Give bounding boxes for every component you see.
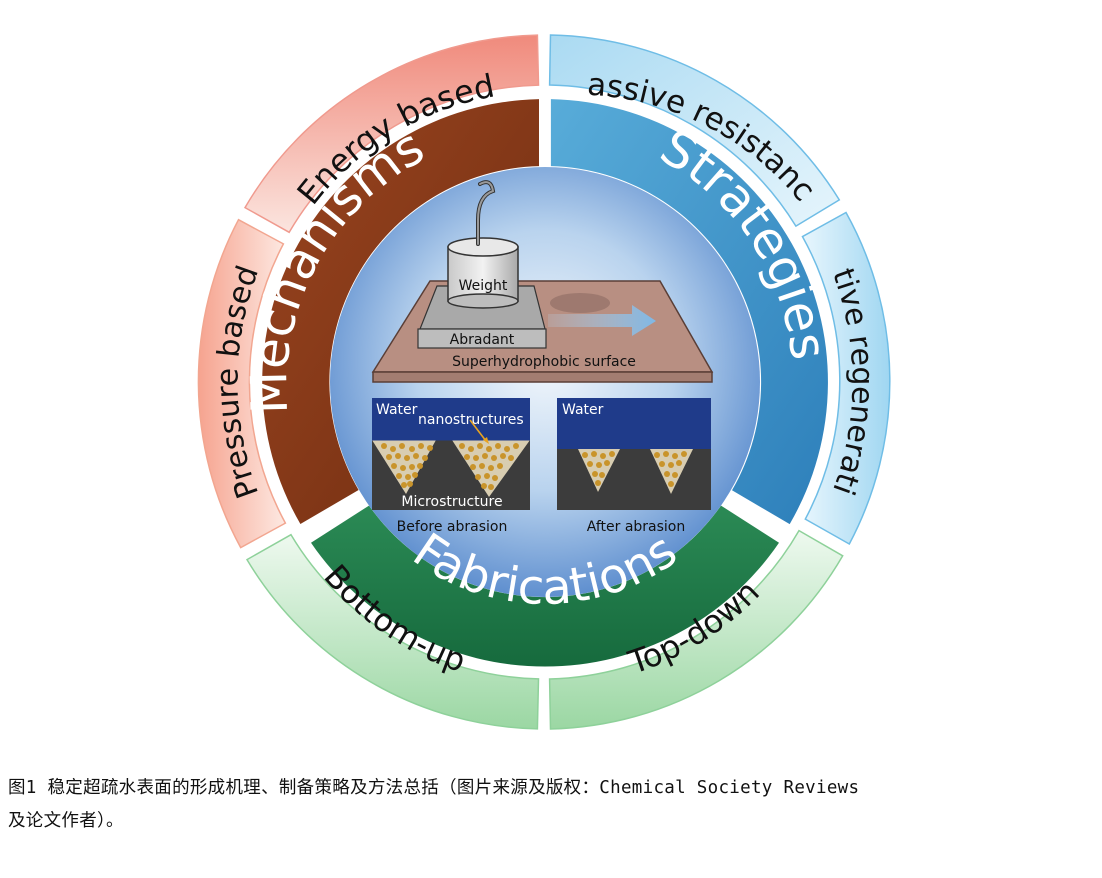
outer-segment-passive bbox=[548, 34, 841, 228]
caption-line-2: 及论文作者）。 bbox=[8, 811, 124, 831]
caption-line-1: 图1 稳定超疏水表面的形成机理、制备策略及方法总括（图片来源及版权：Chemic… bbox=[8, 778, 860, 798]
outer-segment-top-down bbox=[548, 529, 844, 730]
outer-segment-bottom-up bbox=[245, 533, 540, 730]
surface-label: Superhydrophobic surface bbox=[452, 354, 636, 370]
before-water-label: Water bbox=[376, 402, 418, 418]
strategies-segment bbox=[550, 99, 828, 525]
mechanisms-segment bbox=[262, 99, 539, 524]
after-water-label: Water bbox=[562, 402, 604, 418]
before-abrasion-panel bbox=[372, 398, 530, 510]
abradant-label: Abradant bbox=[450, 332, 515, 348]
nanostructures-label: nanostructures bbox=[418, 412, 524, 428]
weight-label: Weight bbox=[459, 278, 508, 294]
outer-segment-active bbox=[801, 211, 891, 546]
sliding-arrow bbox=[548, 305, 656, 336]
microstructure-label: Microstructure bbox=[401, 494, 502, 510]
figure-caption: 图1 稳定超疏水表面的形成机理、制备策略及方法总括（图片来源及版权：Chemic… bbox=[8, 772, 1098, 838]
after-abrasion-caption: After abrasion bbox=[587, 519, 686, 535]
fabrications-segment bbox=[311, 505, 779, 667]
after-abrasion-panel bbox=[557, 398, 711, 510]
outer-segment-pressure bbox=[197, 218, 287, 549]
before-abrasion-caption: Before abrasion bbox=[397, 519, 508, 535]
outer-segment-energy bbox=[243, 34, 540, 234]
weight-cylinder bbox=[447, 180, 519, 309]
diagram-canvas: Weight Abradant Superhydrophobic surface… bbox=[0, 0, 891, 730]
